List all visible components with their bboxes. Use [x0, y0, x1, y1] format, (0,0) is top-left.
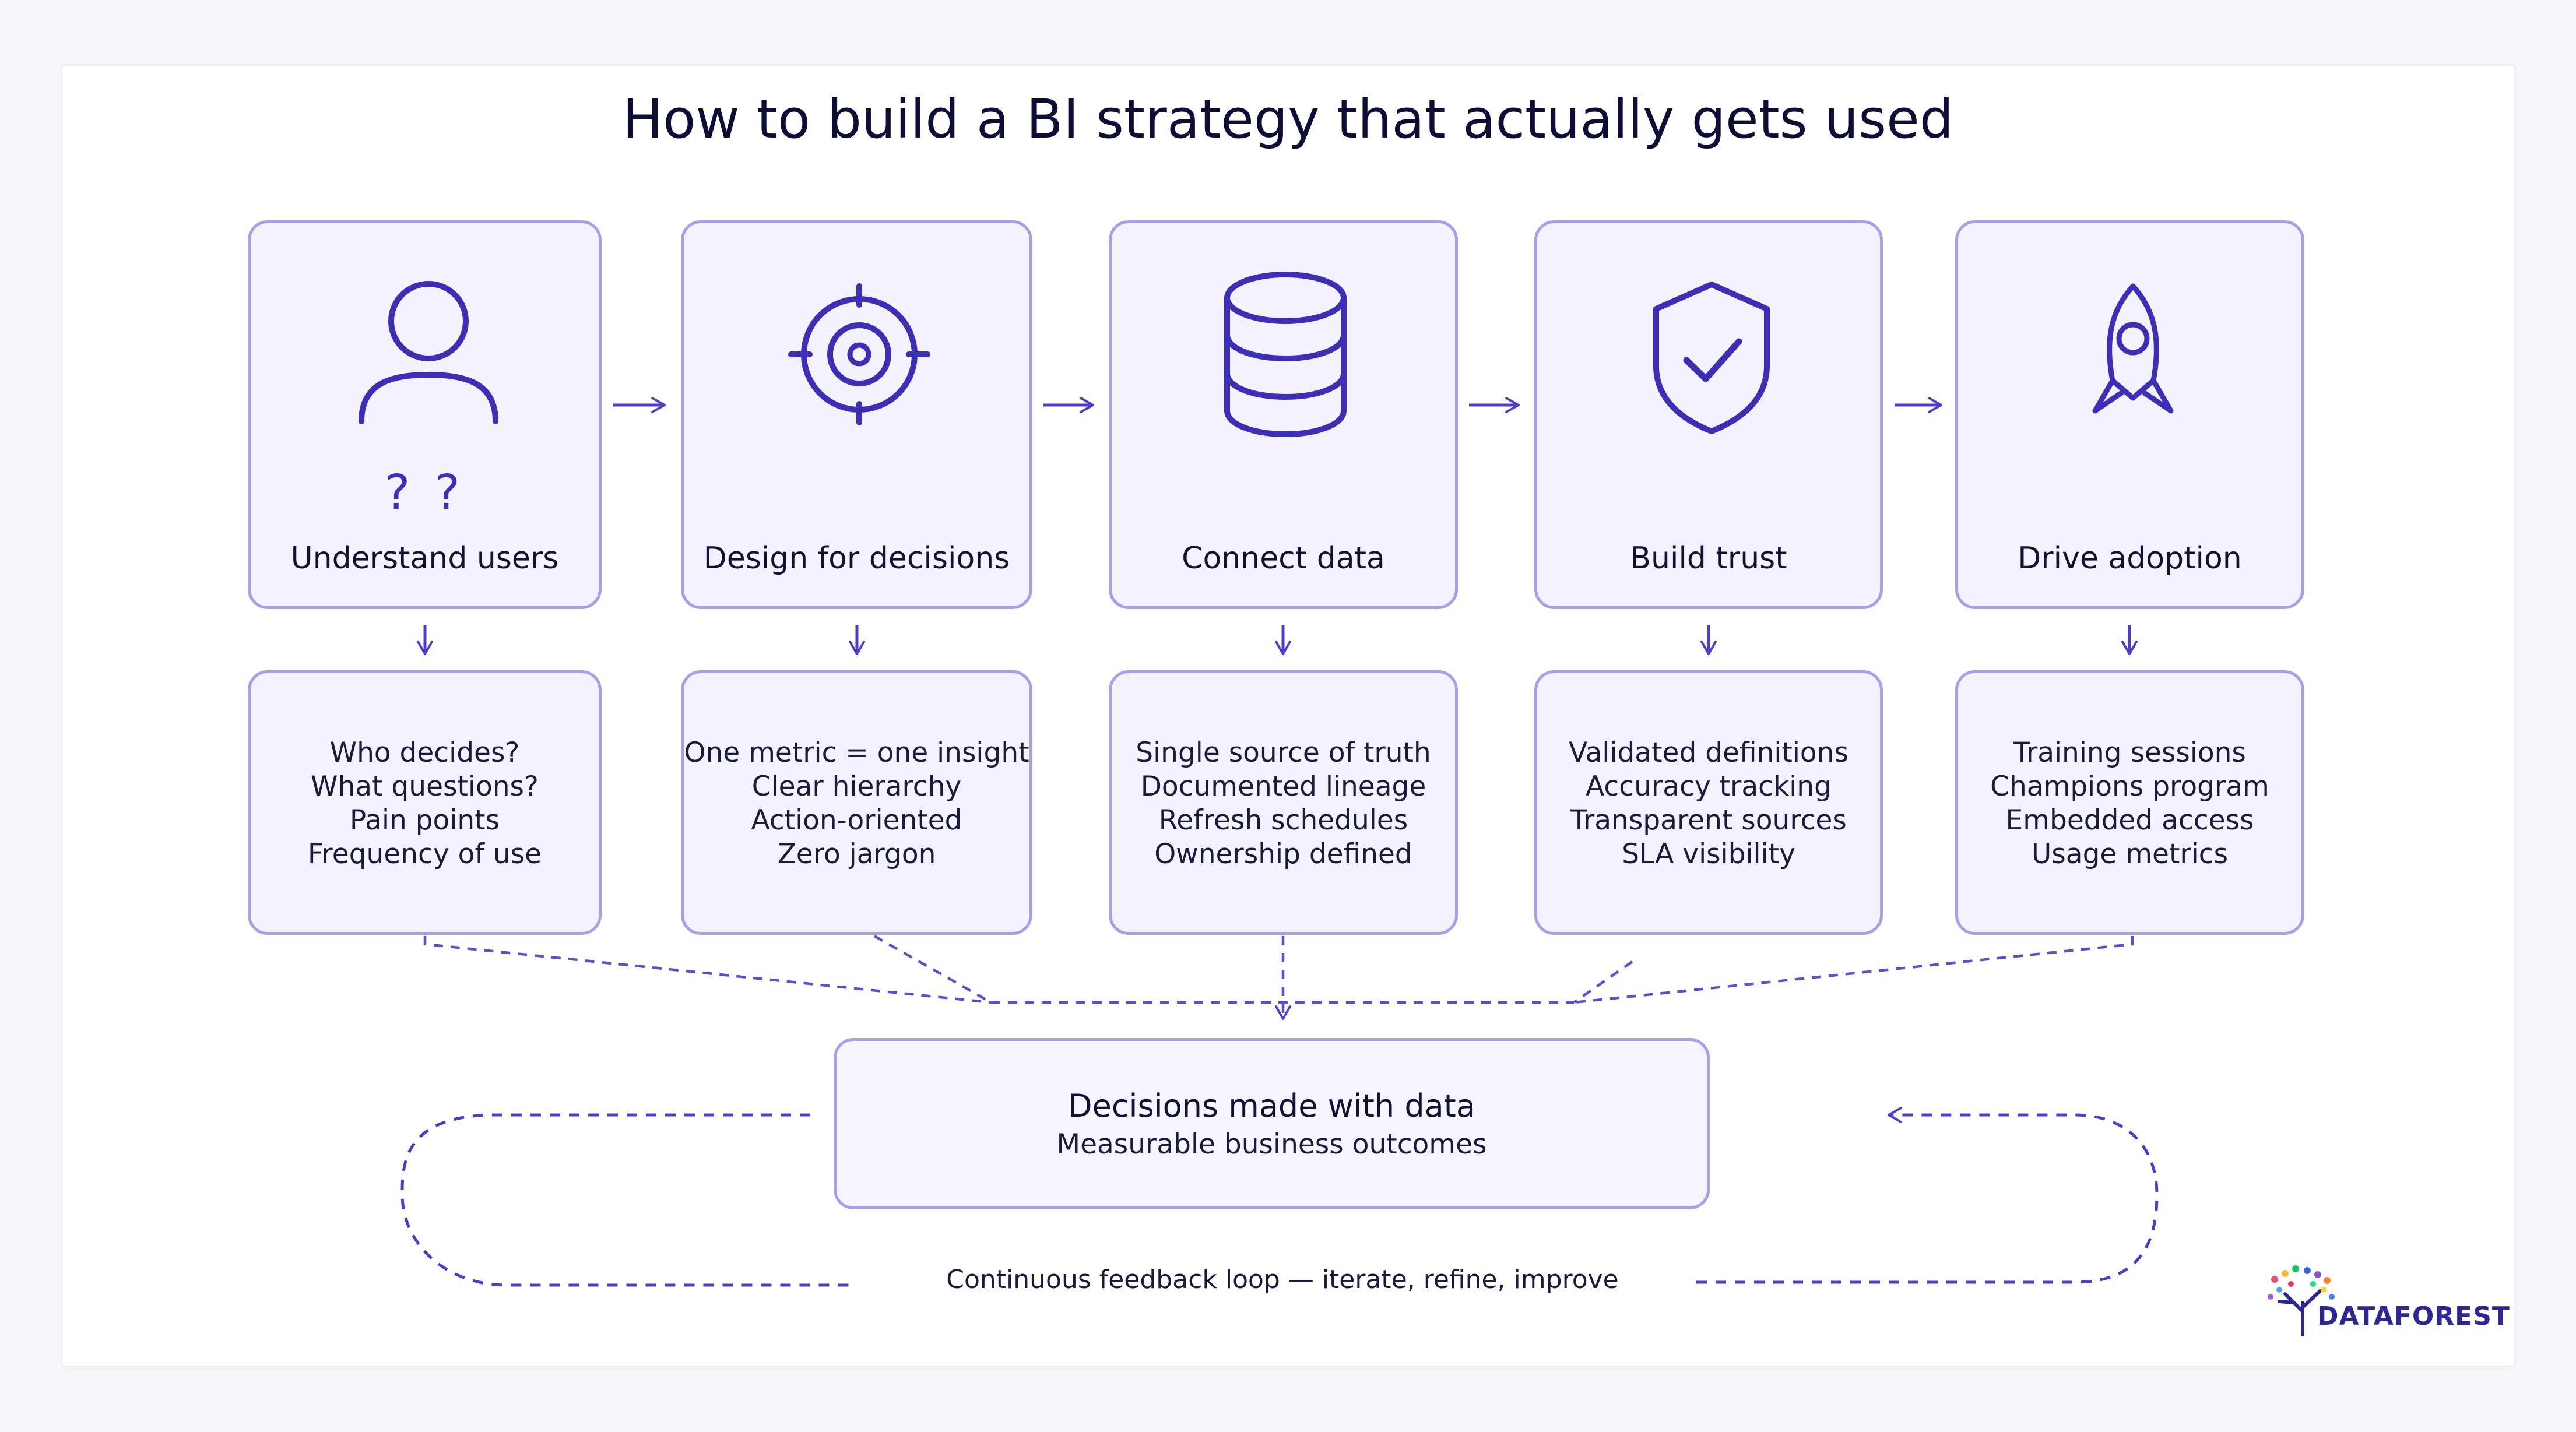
detail-item: Documented lineage — [1140, 770, 1426, 803]
logo-text: DATAFOREST — [2317, 1301, 2510, 1331]
detail-list: Who decides? What questions? Pain points… — [251, 736, 599, 871]
outcome-title: Decisions made with data — [1068, 1088, 1475, 1124]
detail-item: Zero jargon — [777, 838, 936, 870]
step-label: Design for decisions — [703, 541, 1010, 576]
detail-box-build-trust: Validated definitions Accuracy tracking … — [1534, 670, 1883, 935]
step-box-build-trust: Build trust — [1534, 220, 1883, 609]
step-box-understand-users: ? ? Understand users — [248, 220, 602, 609]
detail-list: Single source of truth Documented lineag… — [1112, 736, 1455, 871]
detail-item: Accuracy tracking — [1586, 770, 1832, 803]
detail-item: Validated definitions — [1569, 737, 1848, 769]
outcome-box: Decisions made with data Measurable busi… — [834, 1038, 1710, 1209]
detail-item: Refresh schedules — [1158, 804, 1408, 836]
step-label: Drive adoption — [2018, 541, 2242, 576]
dashed-connector-2 — [873, 935, 992, 1004]
target-icon — [788, 283, 930, 425]
detail-item: Clear hierarchy — [751, 770, 962, 803]
feedback-loop-right — [1696, 1107, 2159, 1284]
user-icon — [359, 281, 498, 424]
step-box-design-for-decisions: Design for decisions — [681, 220, 1032, 609]
detail-item: Embedded access — [2005, 804, 2254, 836]
question-marks: ? ? — [384, 465, 465, 520]
feedback-loop-caption: Continuous feedback loop — iterate, refi… — [946, 1265, 1619, 1294]
feedback-loop-left — [400, 1113, 857, 1287]
step-box-drive-adoption: Drive adoption — [1955, 220, 2304, 609]
detail-item: Action-oriented — [751, 804, 962, 836]
step-box-connect-data: Connect data — [1109, 220, 1458, 609]
detail-item: Training sessions — [2013, 737, 2246, 769]
dashed-connector-1 — [423, 936, 992, 1004]
detail-box-connect-data: Single source of truth Documented lineag… — [1109, 670, 1458, 935]
detail-item: Frequency of use — [307, 838, 542, 870]
detail-item: Usage metrics — [2031, 838, 2229, 870]
detail-box-drive-adoption: Training sessions Champions program Embe… — [1955, 670, 2304, 935]
detail-item: Pain points — [349, 804, 500, 836]
shield-check-icon — [1653, 282, 1770, 434]
step-label: Understand users — [290, 541, 559, 576]
detail-item: Transparent sources — [1570, 804, 1847, 836]
detail-item: Ownership defined — [1154, 838, 1412, 870]
dataforest-logo: DATAFOREST — [2262, 1262, 2510, 1338]
dashed-connector-4 — [1573, 960, 1633, 1004]
database-icon — [1224, 272, 1347, 438]
detail-list: One metric = one insight Clear hierarchy… — [684, 736, 1029, 871]
detail-box-understand-users: Who decides? What questions? Pain points… — [248, 670, 602, 935]
dashed-connector-5 — [1573, 936, 2134, 1004]
detail-list: Training sessions Champions program Embe… — [1958, 736, 2301, 871]
detail-item: Champions program — [1990, 770, 2269, 803]
step-label: Connect data — [1182, 541, 1385, 576]
detail-item: One metric = one insight — [684, 737, 1029, 769]
rocket-icon — [2092, 283, 2174, 414]
diagram-title: How to build a BI strategy that actually… — [622, 88, 1954, 150]
detail-box-design-for-decisions: One metric = one insight Clear hierarchy… — [681, 670, 1032, 935]
detail-item: Who decides? — [329, 737, 520, 769]
outcome-subtitle: Measurable business outcomes — [1056, 1128, 1487, 1160]
detail-item: Single source of truth — [1136, 737, 1431, 769]
step-label: Build trust — [1630, 541, 1787, 576]
detail-item: What questions? — [311, 770, 539, 803]
detail-item: SLA visibility — [1622, 838, 1795, 870]
tree-logo-icon — [2268, 1265, 2335, 1336]
detail-list: Validated definitions Accuracy tracking … — [1537, 736, 1880, 871]
